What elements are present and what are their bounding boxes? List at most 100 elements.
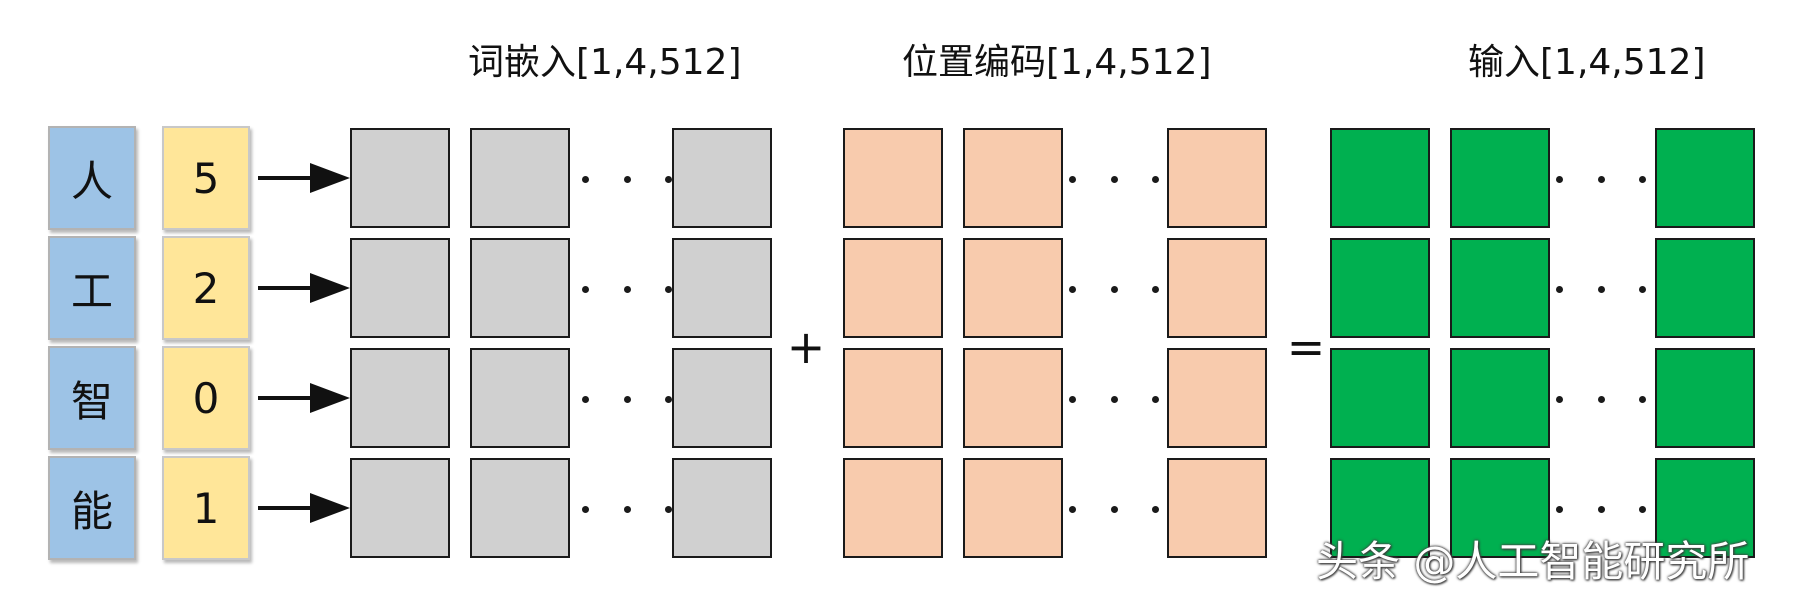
arrow-icon xyxy=(258,273,350,303)
input-vector-cell xyxy=(1450,238,1550,338)
dot xyxy=(1639,285,1646,293)
dot xyxy=(1110,175,1118,183)
equals-operator: = xyxy=(1286,320,1326,374)
ellipsis-dots xyxy=(1069,279,1159,299)
dot xyxy=(1152,395,1159,403)
token-id: 1 xyxy=(162,456,250,560)
position-vector-cell xyxy=(1167,128,1267,228)
dot xyxy=(1639,505,1646,513)
position-vector-cell xyxy=(1167,458,1267,558)
embedding-vector-cell xyxy=(672,348,772,448)
embedding-vector-cell xyxy=(350,348,450,448)
input-vector-cell xyxy=(1330,128,1430,228)
ellipsis-dots xyxy=(1556,389,1646,409)
embedding-vector-cell xyxy=(470,458,570,558)
embedding-vector-cell xyxy=(672,238,772,338)
input-vector-cell xyxy=(1450,128,1550,228)
dot xyxy=(665,285,672,293)
position-vector-cell xyxy=(843,238,943,338)
embedding-vector-cell xyxy=(672,458,772,558)
embedding-vector-cell xyxy=(350,238,450,338)
dot xyxy=(1639,395,1646,403)
embedding-vector-cell xyxy=(470,348,570,448)
token-char: 能 xyxy=(48,456,136,560)
dot xyxy=(623,285,631,293)
embedding-vector-cell xyxy=(350,128,450,228)
dot xyxy=(1110,395,1118,403)
dot xyxy=(1069,175,1076,183)
input-vector-cell xyxy=(1450,348,1550,448)
token-char: 人 xyxy=(48,126,136,230)
dot xyxy=(1069,285,1076,293)
token-id: 5 xyxy=(162,126,250,230)
position-vector-cell xyxy=(843,128,943,228)
ellipsis-dots xyxy=(1556,499,1646,519)
embedding-title: 词嵌入[1,4,512] xyxy=(468,42,742,83)
position-vector-cell xyxy=(1167,238,1267,338)
embedding-vector-cell xyxy=(672,128,772,228)
embedding-vector-cell xyxy=(350,458,450,558)
arrow-icon xyxy=(258,383,350,413)
plus-operator: + xyxy=(786,320,826,374)
dot xyxy=(1556,175,1563,183)
position-vector-cell xyxy=(1167,348,1267,448)
dot xyxy=(1152,505,1159,513)
ellipsis-dots xyxy=(582,389,672,409)
dot xyxy=(1069,395,1076,403)
input-vector-cell xyxy=(1655,458,1755,558)
input-vector-cell xyxy=(1655,348,1755,448)
token-char: 智 xyxy=(48,346,136,450)
input-vector-cell xyxy=(1655,128,1755,228)
position-encoding-title: 位置编码[1,4,512] xyxy=(902,42,1212,83)
dot xyxy=(623,395,631,403)
token-id: 2 xyxy=(162,236,250,340)
ellipsis-dots xyxy=(1069,389,1159,409)
dot xyxy=(1556,285,1563,293)
ellipsis-dots xyxy=(582,279,672,299)
position-vector-cell xyxy=(963,238,1063,338)
ellipsis-dots xyxy=(582,169,672,189)
dot xyxy=(623,505,631,513)
dot xyxy=(582,395,589,403)
watermark: 头条 @人工智能研究所 xyxy=(1316,537,1750,586)
position-vector-cell xyxy=(963,348,1063,448)
dot xyxy=(1110,285,1118,293)
dot xyxy=(1556,395,1563,403)
ellipsis-dots xyxy=(1556,169,1646,189)
input-vector-cell xyxy=(1330,348,1430,448)
dot xyxy=(1110,505,1118,513)
dot xyxy=(665,505,672,513)
dot xyxy=(582,285,589,293)
position-vector-cell xyxy=(963,458,1063,558)
token-char: 工 xyxy=(48,236,136,340)
ellipsis-dots xyxy=(582,499,672,519)
input-vector-cell xyxy=(1330,238,1430,338)
position-vector-cell xyxy=(843,348,943,448)
embedding-vector-cell xyxy=(470,128,570,228)
input-title: 输入[1,4,512] xyxy=(1468,42,1706,83)
dot xyxy=(1639,175,1646,183)
dot xyxy=(1597,395,1605,403)
dot xyxy=(665,395,672,403)
input-vector-cell xyxy=(1450,458,1550,558)
position-vector-cell xyxy=(963,128,1063,228)
dot xyxy=(1556,505,1563,513)
dot xyxy=(582,505,589,513)
dot xyxy=(623,175,631,183)
token-id: 0 xyxy=(162,346,250,450)
dot xyxy=(1152,285,1159,293)
dot xyxy=(1597,505,1605,513)
embedding-vector-cell xyxy=(470,238,570,338)
dot xyxy=(1597,285,1605,293)
dot xyxy=(1069,505,1076,513)
arrow-icon xyxy=(258,493,350,523)
dot xyxy=(665,175,672,183)
dot xyxy=(1597,175,1605,183)
ellipsis-dots xyxy=(1069,499,1159,519)
input-vector-cell xyxy=(1655,238,1755,338)
input-vector-cell xyxy=(1330,458,1430,558)
position-vector-cell xyxy=(843,458,943,558)
dot xyxy=(582,175,589,183)
arrow-icon xyxy=(258,163,350,193)
dot xyxy=(1152,175,1159,183)
